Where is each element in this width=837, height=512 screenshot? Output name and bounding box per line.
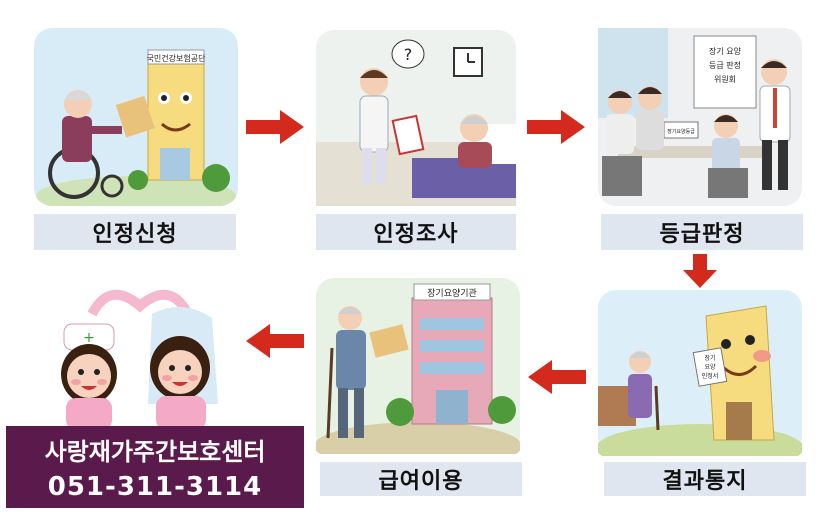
center-name: 사랑재가주간보호센터 [44,438,266,466]
illustration-application: 국민건강보험공단 [34,28,238,206]
step-label-benefit-use: 급여이용 [320,462,522,496]
center-banner: 사랑재가주간보호센터 051-311-3114 [6,426,304,508]
step-label-grading: 등급판정 [601,214,803,250]
question-mark-icon: ? [404,45,413,64]
nurses-illustration: + [61,289,218,430]
step-label-application: 인정신청 [34,214,236,250]
letter-line-1: 장기 [704,354,715,362]
board-line-1: 장기 요양 [709,46,742,56]
nhis-sign: 국민건강보험공단 [147,53,207,63]
board-line-2: 등급 판정 [709,60,741,70]
letter-line-3: 인정서 [702,372,719,380]
svg-text:+: + [83,330,95,346]
arrow-left-icon [246,324,304,358]
facility-sign: 장기요양기관 [427,288,477,299]
illustration-benefit-use: 장기요양기관 [316,278,520,454]
desk-sign: 장기요양등급 [667,128,695,135]
illustration-grading: 장기 요양 등급 판정 위원회 장기요양등급 [598,28,802,206]
illustration-notification: 장기 요양 인정서 [598,290,802,456]
center-phone: 051-311-3114 [47,472,263,502]
arrow-down-icon [683,254,717,288]
arrow-left-icon [528,360,586,394]
step-label-notification: 결과통지 [604,462,806,496]
letter-line-2: 요양 [704,363,716,371]
illustration-inspection: ? [316,30,516,206]
step-label-inspection: 인정조사 [316,214,516,250]
arrow-right-icon [527,110,585,144]
arrow-right-icon [246,110,304,144]
board-line-3: 위원회 [714,75,736,84]
